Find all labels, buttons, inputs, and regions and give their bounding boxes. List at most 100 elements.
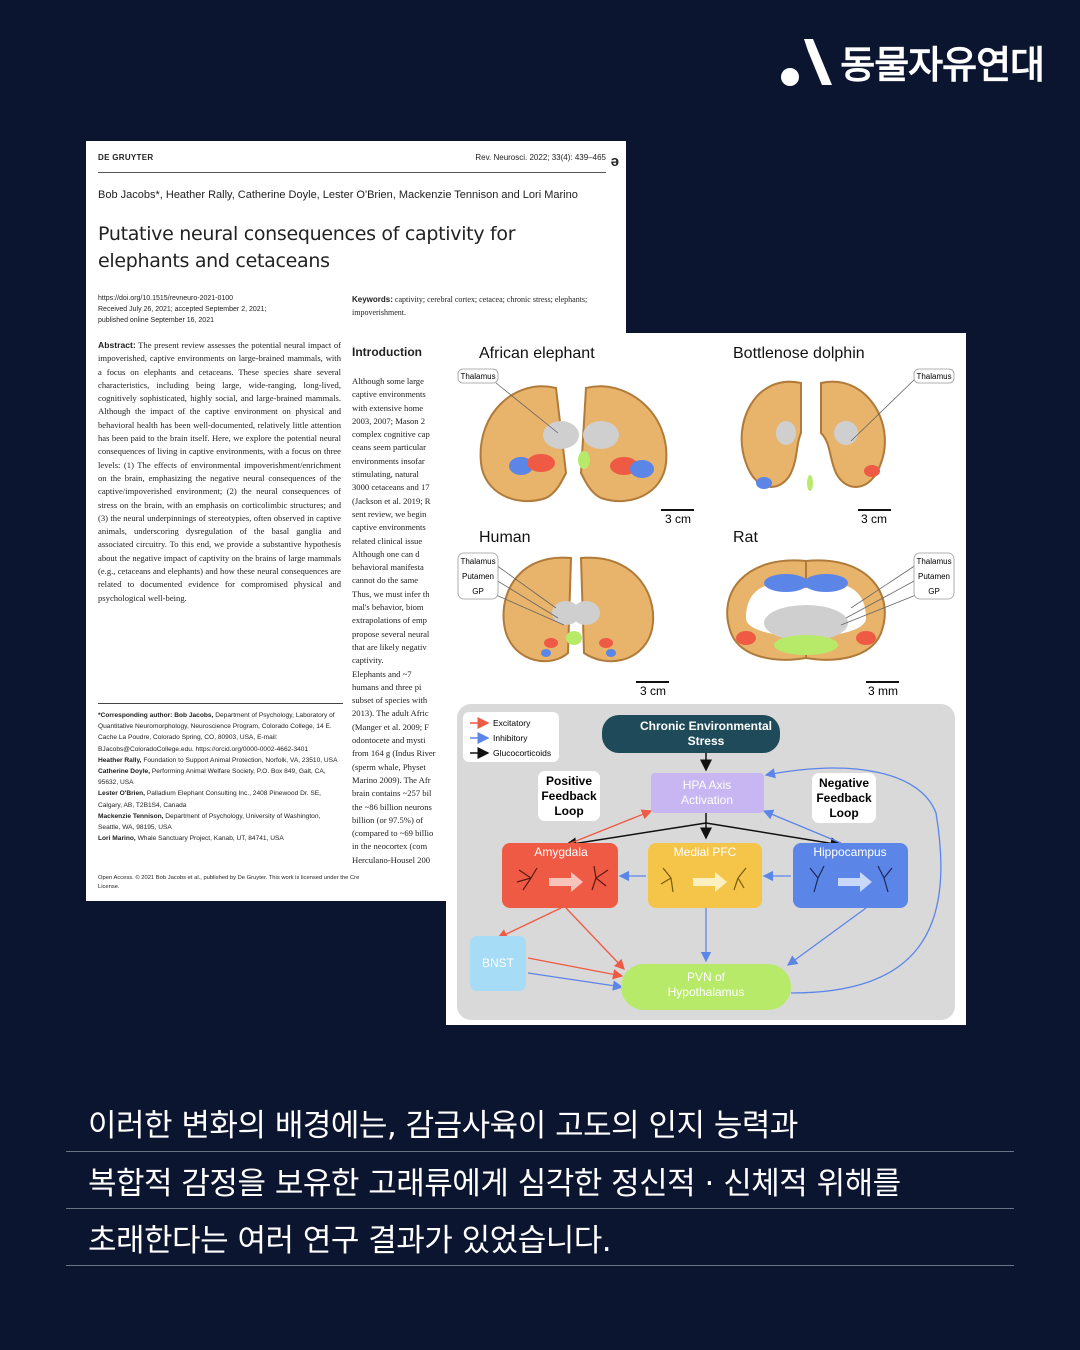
org-logo-icon xyxy=(781,38,833,86)
affiliation-text: Palladium Elephant Consulting Inc., 2408… xyxy=(98,790,321,809)
node-bnst: BNST xyxy=(470,936,526,991)
region-label-rat: Thalamus Putamen GP xyxy=(913,552,955,600)
node-hippocampus: Hippocampus xyxy=(793,843,908,908)
intro-heading: Introduction xyxy=(352,345,422,359)
intro-line: (Manger et al. 2009; F xyxy=(352,721,430,732)
abstract-label: Abstract: xyxy=(98,340,136,350)
node-chronic-stress: Chronic Environmental Stress xyxy=(602,715,780,753)
intro-line: odontocete and mysti xyxy=(352,735,426,746)
svg-text:Thalamus: Thalamus xyxy=(460,557,495,566)
affiliation-name: Lori Marino, xyxy=(98,835,138,843)
svg-text:Thalamus: Thalamus xyxy=(916,557,951,566)
dolphin-brain xyxy=(740,377,917,491)
received-dates: Received July 26, 2021; accepted Septemb… xyxy=(98,306,267,313)
intro-line: Although one can d xyxy=(352,548,420,559)
intro-line: (compared to ~69 billio xyxy=(352,828,434,839)
paper-header: DE GRUYTER Rev. Neurosci. 2022; 33(4): 4… xyxy=(98,153,606,173)
intro-line: captive environments xyxy=(352,389,426,400)
panel-title-human: Human xyxy=(479,529,531,546)
svg-text:Positive: Positive xyxy=(546,774,592,788)
affiliation-name: *Corresponding author: Bob Jacobs, xyxy=(98,712,216,719)
affiliation-text: Whale Sanctuary Project, Kanab, UT, 8474… xyxy=(137,835,284,843)
svg-text:GP: GP xyxy=(472,587,484,596)
affiliation-text: Department of Psychology, University of … xyxy=(98,812,321,832)
affiliation-item: Lester O'Brien, Palladium Elephant Consu… xyxy=(98,788,343,810)
intro-line: Thus, we must infer th xyxy=(352,588,430,599)
intro-line: Although some large xyxy=(352,376,424,386)
intro-line: brain contains ~257 bil xyxy=(352,788,432,799)
legend-inhibitory: Inhibitory xyxy=(493,733,528,743)
region-label-human: Thalamus Putamen GP xyxy=(457,552,499,600)
paper-authors: Bob Jacobs*, Heather Rally, Catherine Do… xyxy=(98,189,578,201)
intro-line: 2003, 2007; Mason 2 xyxy=(352,415,426,426)
intro-line: humans and three pi xyxy=(352,681,422,692)
svg-text:3 cm: 3 cm xyxy=(665,512,691,526)
intro-line: Elephants and ~7 xyxy=(352,668,412,679)
caption-line-2: 복합적 감정을 보유한 고래류에게 심각한 정신적 · 신체적 위해를 xyxy=(66,1152,1014,1209)
scale-bar-human: 3 cm xyxy=(636,681,669,698)
intro-line: with extensive home xyxy=(352,402,424,413)
panel-title-dolphin: Bottlenose dolphin xyxy=(733,345,865,362)
intro-line: from 164 g (Indus River xyxy=(352,748,436,759)
svg-text:Hippocampus: Hippocampus xyxy=(813,845,886,859)
brand-name: 동물자유연대 xyxy=(840,43,1045,87)
intro-line: complex cognitive cap xyxy=(352,429,430,440)
open-access-icon: ə xyxy=(610,153,619,170)
node-amygdala: Amygdala xyxy=(502,843,618,908)
svg-text:3 cm: 3 cm xyxy=(861,512,887,526)
svg-text:Amygdala: Amygdala xyxy=(534,845,588,859)
affiliation-name: Mackenzie Tennison, xyxy=(98,812,166,820)
brain-figure: African elephant Bottlenose dolphin Huma… xyxy=(446,333,966,1025)
intro-line: Marino 2009). The Afr xyxy=(352,774,431,785)
svg-text:Putamen: Putamen xyxy=(918,572,950,581)
human-brain xyxy=(495,556,655,663)
affiliation-name: Catherine Doyle, xyxy=(98,768,152,776)
intro-line: (Jackson et al. 2019; R xyxy=(352,495,431,506)
abstract: Abstract: The present review assesses th… xyxy=(98,339,341,605)
affiliation-item: Catherine Doyle, Performing Animal Welfa… xyxy=(98,766,343,788)
svg-text:Activation: Activation xyxy=(681,793,733,807)
node-hpa-axis: HPA Axis Activation xyxy=(651,773,764,813)
corresponding-authors: *Corresponding author: Bob Jacobs, Depar… xyxy=(98,703,343,844)
publisher-name: DE GRUYTER xyxy=(98,153,154,162)
intro-line: 2013). The adult Afric xyxy=(352,708,429,719)
svg-text:Chronic Environmental: Chronic Environmental xyxy=(640,719,772,733)
svg-text:Negative: Negative xyxy=(819,776,869,790)
intro-line: billion (or 97.5%) of xyxy=(352,814,424,825)
intro-line: ceans seem particular xyxy=(352,442,426,453)
doi-link[interactable]: https://doi.org/10.1515/revneuro-2021-01… xyxy=(98,295,234,302)
svg-text:3 mm: 3 mm xyxy=(868,684,898,698)
intro-line: related clinical issue xyxy=(352,535,423,546)
intro-line: the ~86 billion neurons xyxy=(352,801,432,812)
intro-line: extrapolations of emp xyxy=(352,615,427,626)
affiliation-item: Lori Marino, Whale Sanctuary Project, Ka… xyxy=(98,833,343,844)
intro-line: cannot do the same xyxy=(352,575,419,586)
intro-line: stimulating, natural xyxy=(352,469,419,480)
node-positive-feedback: Positive Feedback Loop xyxy=(538,771,600,821)
paper-title: Putative neural consequences of captivit… xyxy=(98,223,516,272)
svg-text:Hypothalamus: Hypothalamus xyxy=(668,985,745,999)
legend-excitatory: Excitatory xyxy=(493,718,531,728)
affiliation-text: Performing Animal Welfare Society, P.O. … xyxy=(98,768,326,787)
intro-line: environments insofar xyxy=(352,455,425,466)
region-label-elephant-thalamus: Thalamus xyxy=(457,368,499,384)
figure-svg: African elephant Bottlenose dolphin Huma… xyxy=(457,345,955,1020)
intro-line: 3000 cetaceans and 17 xyxy=(352,482,430,493)
node-pvn-hypothalamus: PVN of Hypothalamus xyxy=(621,964,791,1010)
brand-logo[interactable]: 동물자유연대 xyxy=(780,34,1045,89)
affiliation-name: Heather Rally, xyxy=(98,756,144,764)
svg-text:Feedback: Feedback xyxy=(541,789,597,803)
svg-text:Thalamus: Thalamus xyxy=(916,372,951,381)
intro-line: sent review, we begin xyxy=(352,508,427,519)
svg-text:3 cm: 3 cm xyxy=(640,684,666,698)
intro-line: in the neocortex (com xyxy=(352,841,428,852)
affiliation-text: Department of Psychology, Laboratory of … xyxy=(98,712,335,753)
caption-line-1: 이러한 변화의 배경에는, 감금사육이 고도의 인지 능력과 xyxy=(66,1094,1014,1152)
intro-line: Herculano-Housel 200 xyxy=(352,854,431,865)
intro-line: behavioral manifesta xyxy=(352,562,424,573)
svg-text:GP: GP xyxy=(928,587,940,596)
abstract-text: The present review assesses the potentia… xyxy=(98,340,341,603)
license-text: Open Access. © 2021 Bob Jacobs et al., p… xyxy=(98,875,360,881)
diagram-legend: Excitatory Inhibitory Glucocorticoids xyxy=(463,712,559,762)
node-negative-feedback: Negative Feedback Loop xyxy=(812,773,876,823)
